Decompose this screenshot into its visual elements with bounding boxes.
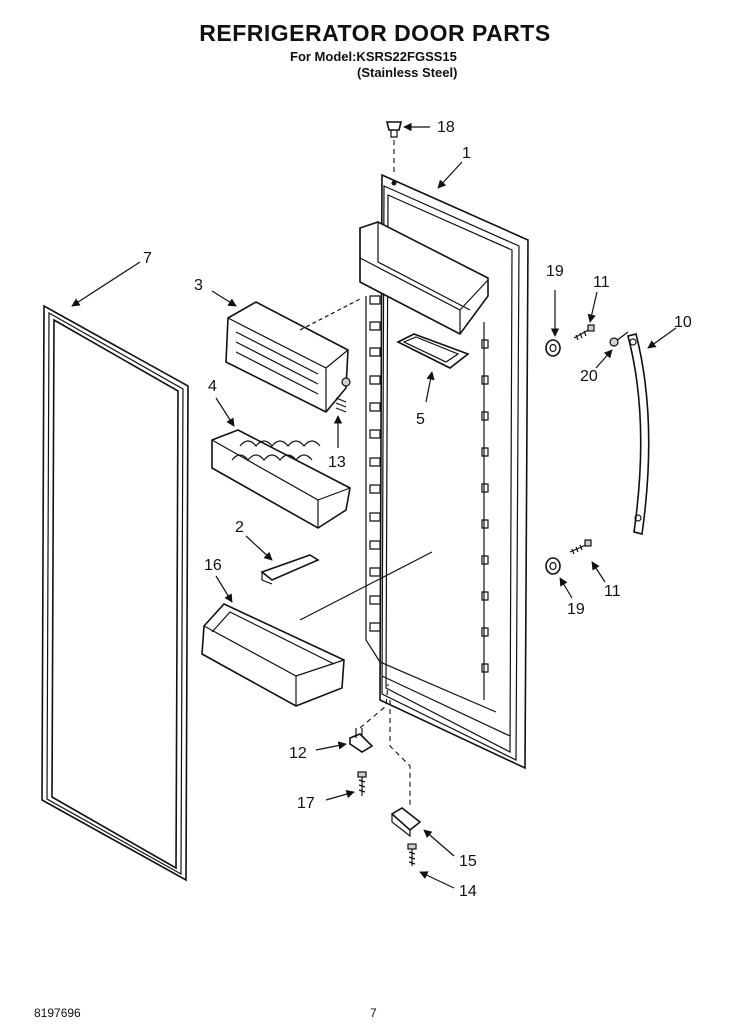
screw — [407, 843, 417, 866]
screw — [609, 331, 629, 347]
callout-13: 13 — [328, 454, 346, 471]
handle — [627, 333, 650, 535]
door-gasket — [41, 304, 189, 882]
egg-tray — [211, 429, 351, 529]
page-title: REFRIGERATOR DOOR PARTS — [199, 20, 551, 46]
callout-17: 17 — [297, 795, 315, 812]
door — [359, 173, 529, 770]
leader-lines — [71, 122, 677, 889]
spring — [335, 397, 347, 413]
finish-line: (Stainless Steel) — [357, 65, 458, 80]
callout-14: 14 — [459, 883, 477, 900]
page-number: 7 — [370, 1006, 377, 1020]
callout-3: 3 — [194, 277, 203, 294]
model-line: For Model:KSRS22FGSS15 — [290, 49, 457, 64]
hinge-pin — [349, 683, 389, 753]
callout-16: 16 — [204, 557, 222, 574]
dairy-compartment — [225, 297, 363, 413]
callout-11-upper: 11 — [593, 274, 610, 291]
small-tray — [396, 333, 470, 369]
screw — [573, 324, 595, 341]
callout-12: 12 — [289, 745, 307, 762]
callout-19-lower: 19 — [567, 601, 585, 618]
callout-7: 7 — [143, 250, 152, 267]
callout-labels: 18 1 7 3 4 13 5 2 16 19 11 10 20 11 19 1… — [143, 119, 692, 900]
plug — [385, 121, 403, 172]
callout-1: 1 — [462, 145, 471, 162]
callout-18: 18 — [437, 119, 455, 136]
shelf-clip — [260, 554, 320, 585]
callout-10: 10 — [674, 314, 692, 331]
callout-5: 5 — [416, 411, 425, 428]
screw — [569, 539, 592, 555]
spacer — [545, 339, 561, 357]
door-bin — [201, 551, 433, 707]
callout-20: 20 — [580, 368, 598, 385]
hinge-bracket — [389, 700, 422, 838]
document-number: 8197696 — [34, 1006, 81, 1020]
spacer — [545, 557, 561, 575]
callout-4: 4 — [208, 378, 217, 395]
callout-2: 2 — [235, 519, 244, 536]
callout-11-lower: 11 — [604, 583, 621, 600]
callout-15: 15 — [459, 853, 477, 870]
callout-19-upper: 19 — [546, 263, 564, 280]
screw — [357, 771, 367, 796]
